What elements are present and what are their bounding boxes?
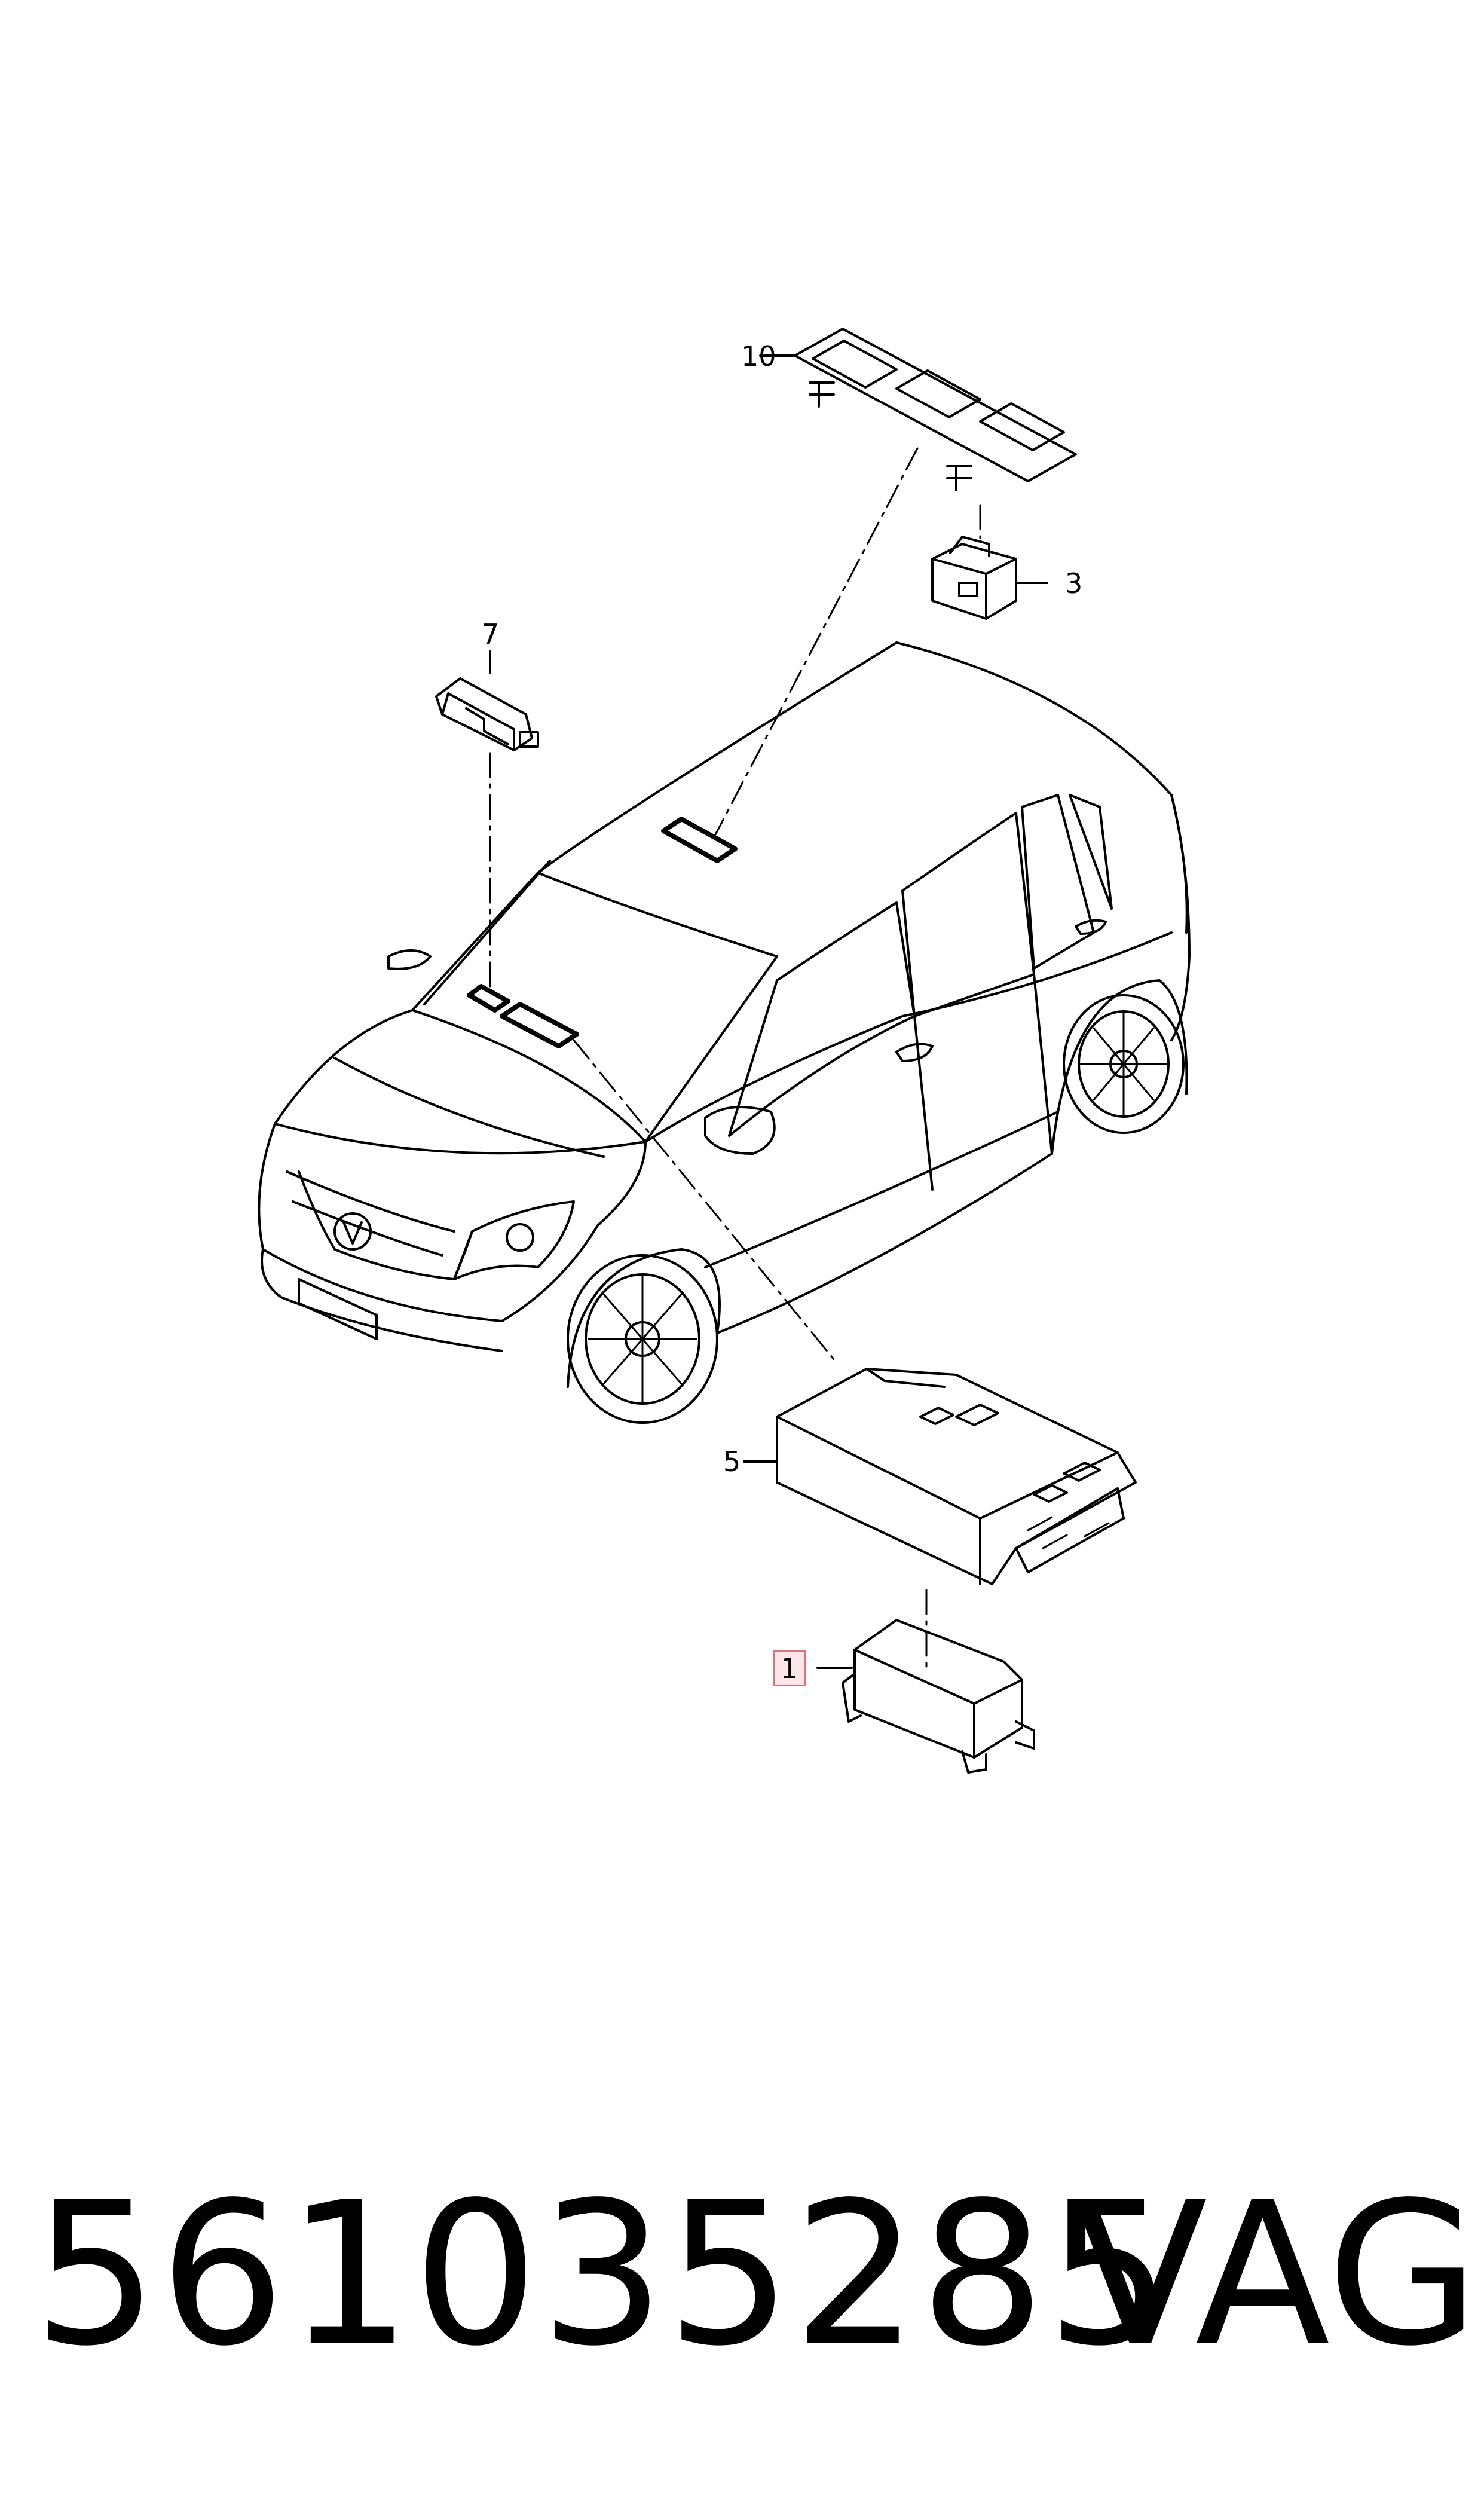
control-unit-part-5 — [743, 1368, 1137, 1585]
callout-1-highlighted[interactable]: 1 — [773, 1650, 806, 1686]
callout-7: 7 — [482, 618, 500, 650]
part-number: 561035285 — [33, 2160, 1173, 2389]
callout-3: 3 — [1065, 567, 1083, 600]
module-part-1 — [816, 1619, 1035, 1774]
callout-5: 5 — [723, 1445, 741, 1478]
parts-diagram — [258, 328, 1191, 1774]
antenna-strip-part-10 — [759, 328, 1077, 491]
module-part-3 — [931, 536, 1048, 620]
brand-name: VAG — [1073, 2160, 1480, 2389]
sensor-part-7 — [435, 650, 539, 751]
callout-10: 10 — [741, 340, 776, 372]
vehicle-illustration — [258, 641, 1191, 1424]
